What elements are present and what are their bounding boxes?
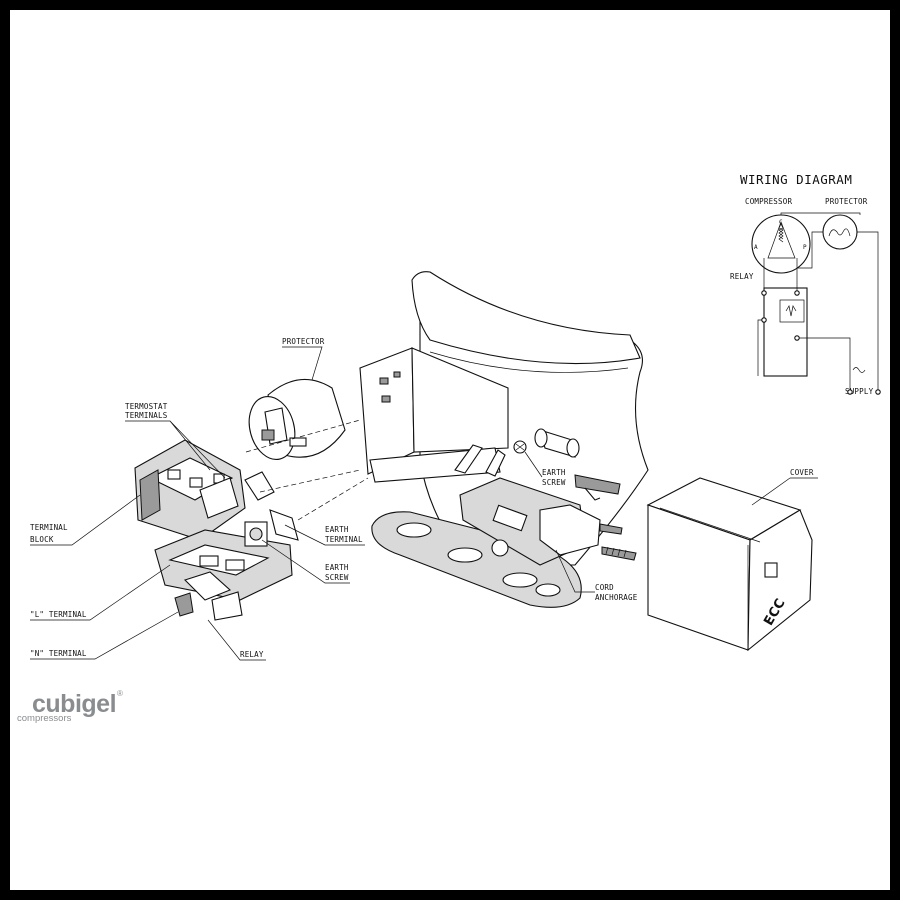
cover-part: ECC	[646, 477, 813, 652]
label-earth-screw-b-1: EARTH	[542, 468, 566, 477]
label-earth-screw-a-2: SCREW	[325, 573, 349, 582]
mounting-bracket	[359, 347, 509, 483]
label-terminal-block-2: BLOCK	[30, 535, 54, 544]
callouts: PROTECTOR TERMOSTAT TERMINALS TERMINAL B…	[30, 337, 818, 661]
compressor-body	[371, 271, 649, 608]
assembly-lines	[245, 419, 369, 521]
brand-logo: cubigel	[32, 690, 117, 718]
relay-symbol	[763, 287, 808, 377]
brand-registered-mark: ®	[117, 689, 123, 698]
label-termostat-1: TERMOSTAT	[125, 402, 168, 411]
wiring-pin-p: P	[803, 244, 807, 251]
label-termostat-2: TERMINALS	[125, 411, 168, 420]
protector-symbol	[822, 214, 858, 250]
wiring-protector-label: PROTECTOR	[825, 197, 868, 206]
wiring-pin-a: A	[754, 244, 758, 251]
label-earth-screw-a-1: EARTH	[325, 563, 349, 572]
label-protector: PROTECTOR	[282, 337, 325, 346]
brand-subtitle: compressors	[17, 713, 72, 724]
label-n-terminal: "N" TERMINAL	[30, 649, 87, 658]
label-relay: RELAY	[240, 650, 264, 659]
label-cord-anchorage-2: ANCHORAGE	[595, 593, 638, 602]
screws	[599, 523, 637, 561]
earth-screw-b-part	[513, 440, 527, 454]
label-earth-terminal-2: TERMINAL	[325, 535, 363, 544]
wiring-diagram: WIRING DIAGRAM COMPRESSOR PROTECTOR RELA…	[730, 172, 881, 396]
wiring-compressor-label: COMPRESSOR	[745, 197, 792, 206]
wiring-supply-label: SUPPLY	[845, 387, 874, 396]
cord-anchorage-part	[459, 474, 621, 566]
label-cover: COVER	[790, 468, 814, 477]
wiring-relay-label: RELAY	[730, 272, 754, 281]
protector-part	[248, 378, 346, 460]
label-terminal-block-1: TERMINAL	[30, 523, 68, 532]
terminal-block-part	[134, 439, 275, 541]
relay-part	[154, 509, 299, 621]
label-earth-screw-b-2: SCREW	[542, 478, 566, 487]
compressor-winding	[767, 221, 796, 259]
wiring-diagram-title: WIRING DIAGRAM	[740, 172, 852, 187]
label-cord-anchorage-1: CORD	[595, 583, 614, 592]
label-l-terminal: "L" TERMINAL	[30, 610, 87, 619]
label-earth-terminal-1: EARTH	[325, 525, 349, 534]
